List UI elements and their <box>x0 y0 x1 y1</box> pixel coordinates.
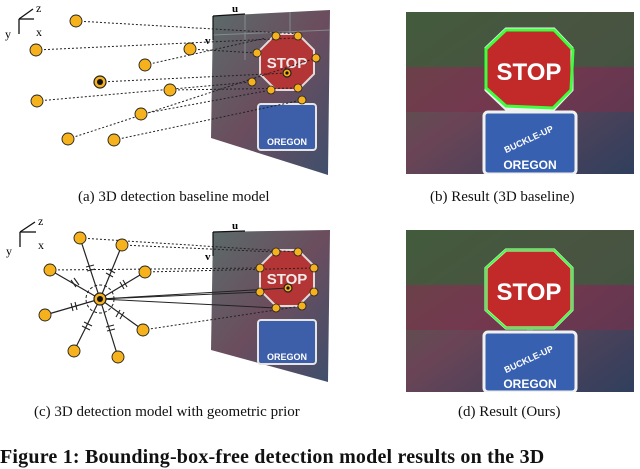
info-sign-c <box>257 319 317 365</box>
stop-sign-text: STOP <box>267 55 308 72</box>
caption-panel-a: (a) 3D detection baseline model <box>78 189 270 205</box>
stop-sign-text-c: STOP <box>267 271 308 288</box>
axis-u-label: u <box>232 3 238 15</box>
camera-axes-c <box>19 221 36 247</box>
stop-text-d: STOP <box>497 279 562 306</box>
caption-panel-d: (d) Result (Ours) <box>458 404 561 420</box>
axis-v-label: v <box>205 35 211 47</box>
axis-x-label-c: x <box>38 238 44 252</box>
keypoints-2d-c <box>255 247 319 313</box>
keypoints-3d-c <box>38 231 152 364</box>
axis-z-label-c: z <box>38 214 43 228</box>
keypoints-3d <box>29 14 197 147</box>
info-sign-text-c: OREGON <box>267 352 307 362</box>
panel-b-photo: STOP BUCKLE-UP OREGON <box>406 12 634 174</box>
stop-text-b: STOP <box>497 59 562 86</box>
detection-box-b <box>484 28 575 110</box>
axis-v-label-c: v <box>205 251 211 263</box>
oregon-text-b: OREGON <box>503 158 556 172</box>
axis-u-label-c: u <box>232 220 238 232</box>
caption-panel-c: (c) 3D detection model with geometric pr… <box>34 404 300 420</box>
panel-c-diagram: z x y STOP OREGON u v <box>6 214 330 382</box>
keypoints-2d <box>247 31 321 105</box>
info-sign-text: OREGON <box>267 137 307 147</box>
projection-rays <box>35 20 317 141</box>
caption-panel-b: (b) Result (3D baseline) <box>430 189 575 205</box>
figure-caption-line: Figure 1: Bounding-box-free detection mo… <box>0 446 545 468</box>
keypoint-center <box>93 75 107 89</box>
camera-axes <box>18 8 34 34</box>
axis-x-label: x <box>36 25 42 39</box>
projection-rays-c <box>49 237 315 331</box>
axis-z-label: z <box>36 1 41 15</box>
axis-y-label-c: y <box>6 244 12 258</box>
axis-y-label: y <box>5 27 11 41</box>
panel-d-photo: STOP BUCKLE-UP OREGON <box>406 230 634 392</box>
detection-box-d <box>485 249 573 329</box>
oregon-text-d: OREGON <box>503 377 556 391</box>
oregon-sign-d <box>482 330 578 392</box>
center-ring <box>85 284 115 314</box>
oregon-sign-b <box>482 110 578 174</box>
panel-a-diagram: z x y STOP OREGON u v <box>5 1 331 175</box>
info-sign <box>257 103 317 151</box>
hatch-marks <box>70 264 128 332</box>
